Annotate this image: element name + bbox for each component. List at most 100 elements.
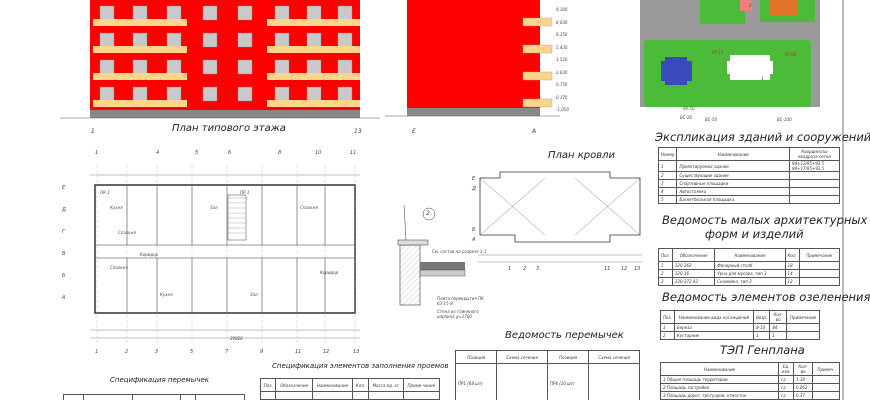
existing-building bbox=[770, 0, 798, 15]
cell: 1 bbox=[769, 331, 788, 340]
room-label: Кухня bbox=[160, 292, 173, 297]
cell bbox=[786, 331, 820, 340]
cell: Проектируемое здание bbox=[676, 160, 790, 172]
window bbox=[237, 59, 253, 75]
roof-layers bbox=[420, 262, 465, 270]
stairwell bbox=[227, 194, 247, 241]
window bbox=[166, 5, 182, 21]
balcony bbox=[522, 71, 553, 81]
cell: 8-10 bbox=[753, 323, 771, 332]
node-note: Плита перекрытия ПК 63-15-8 bbox=[437, 296, 484, 306]
window bbox=[306, 59, 322, 75]
parapet-cap bbox=[397, 239, 429, 246]
room-label: Зал bbox=[210, 205, 218, 210]
level-mark: 9,100 bbox=[556, 7, 568, 12]
axis-label: Е bbox=[472, 176, 476, 182]
col-header: Наименование bbox=[660, 362, 779, 376]
roof-plan-title: План кровли bbox=[548, 150, 616, 161]
level-mark: 0,170 bbox=[556, 94, 568, 100]
cell bbox=[798, 277, 841, 286]
room-label: ПР-1 bbox=[240, 190, 250, 195]
cell: 4 bbox=[657, 187, 678, 196]
axis-label: 7 bbox=[225, 349, 229, 355]
cell: 0.062 bbox=[793, 383, 813, 392]
cell: Урна для мусора, тип 3 bbox=[714, 269, 786, 278]
lintels-title: Ведомость перемычек bbox=[505, 330, 624, 341]
axis-label: В bbox=[62, 251, 66, 257]
col-header: Номер bbox=[657, 147, 678, 161]
facade-base bbox=[90, 110, 360, 118]
cell: 320-372.93 bbox=[671, 277, 716, 286]
cell: 1 Общая площадь территории bbox=[660, 375, 779, 384]
cell: Береза bbox=[673, 323, 755, 332]
axis-label: 13 bbox=[354, 128, 362, 135]
window bbox=[274, 5, 290, 21]
cell bbox=[812, 391, 840, 400]
node-note: См. состав на разрезе 1-1 bbox=[432, 249, 487, 254]
cell bbox=[812, 375, 840, 384]
axis-label: 3 bbox=[536, 266, 540, 272]
col-header: Поз. bbox=[259, 378, 277, 392]
window bbox=[274, 32, 290, 48]
axis-label: Д bbox=[472, 186, 476, 192]
cell: 3 bbox=[657, 179, 678, 188]
balcony bbox=[267, 19, 360, 26]
lintel-spec-table bbox=[63, 394, 245, 400]
axis-label: А bbox=[62, 295, 66, 301]
site-label: 97.06 bbox=[785, 52, 797, 57]
cell: ПР4 (10 шт) bbox=[546, 363, 590, 400]
axis-label: 13 bbox=[353, 349, 360, 355]
cell: 1 bbox=[660, 323, 675, 332]
cell: 2 bbox=[658, 269, 673, 278]
site-label: 97.11 bbox=[712, 50, 724, 55]
drawing-line bbox=[574, 177, 641, 236]
col-header: Приме-чание bbox=[402, 378, 441, 392]
axis-label: 8 bbox=[278, 150, 282, 156]
balcony bbox=[93, 46, 187, 53]
col-header: Обозначение bbox=[671, 248, 716, 262]
cell: Скамейка, тип 2 bbox=[714, 277, 786, 286]
antenna-line bbox=[403, 204, 407, 241]
cell: Фонарный столб bbox=[714, 261, 786, 270]
axis-label: 11 bbox=[350, 150, 357, 156]
level-mark: 8,030 bbox=[556, 19, 568, 25]
cell: 0.37 bbox=[793, 391, 813, 400]
window bbox=[337, 32, 353, 48]
col-header: Схема сечения bbox=[588, 350, 640, 364]
cell: 84 bbox=[769, 323, 788, 332]
cell bbox=[789, 179, 840, 188]
balcony bbox=[267, 100, 360, 107]
cell bbox=[789, 187, 840, 196]
col-header: Кол. bbox=[784, 248, 800, 262]
col-header: Поз. bbox=[658, 248, 673, 262]
cell: 3 bbox=[658, 277, 673, 286]
site-label: 96:50 bbox=[683, 106, 695, 111]
balcony bbox=[267, 46, 360, 53]
cell: 320-16 bbox=[671, 269, 716, 278]
axis-label: 12 bbox=[323, 349, 330, 355]
balcony bbox=[522, 17, 553, 27]
small-forms-title-2: форм и изделий bbox=[705, 227, 804, 241]
window bbox=[166, 86, 182, 102]
roof-outline bbox=[479, 171, 641, 243]
axis-label: 2 bbox=[125, 349, 129, 355]
window bbox=[132, 5, 148, 21]
room-label: Спальня bbox=[110, 265, 128, 270]
axis-label: А bbox=[532, 128, 537, 135]
room-label: Коридор bbox=[140, 252, 159, 257]
front-elevation-title: План типового этажа bbox=[172, 123, 286, 134]
window bbox=[306, 32, 322, 48]
level-mark: 3,520 bbox=[556, 57, 568, 62]
window bbox=[99, 86, 115, 102]
axis-label: Д bbox=[62, 207, 66, 213]
site-label: ВС-50 bbox=[705, 117, 718, 122]
axis-label: А bbox=[472, 237, 476, 243]
sport-ground bbox=[661, 57, 692, 85]
cell bbox=[812, 383, 840, 392]
window bbox=[306, 5, 322, 21]
existing-building bbox=[740, 0, 752, 11]
axis-label: 11 bbox=[295, 349, 302, 355]
